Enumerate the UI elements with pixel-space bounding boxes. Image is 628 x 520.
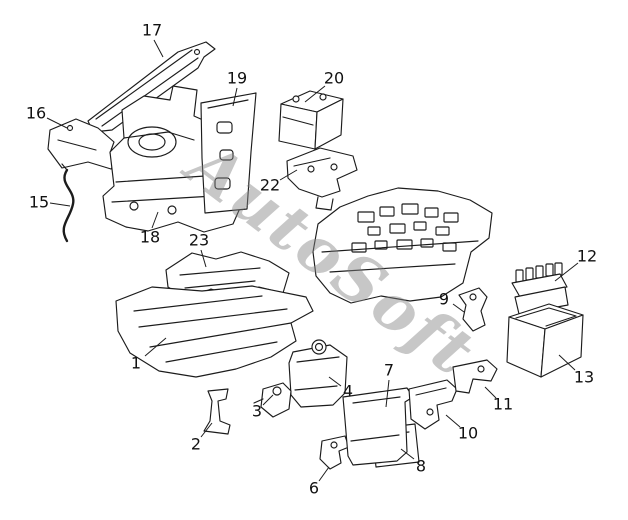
callout-label-4[interactable]: 4 [343, 382, 353, 401]
part-2-bracket[interactable] [203, 388, 231, 435]
part-11-bracket[interactable] [452, 359, 498, 394]
part-9-strap[interactable] [458, 287, 488, 332]
callout-leader-1 [144, 337, 167, 357]
callout-leader-10 [445, 414, 461, 428]
callout-label-16[interactable]: 16 [26, 104, 46, 123]
callout-label-15[interactable]: 15 [29, 193, 49, 212]
callout-label-3[interactable]: 3 [252, 402, 262, 421]
part-20-battery[interactable] [278, 90, 344, 150]
callout-label-2[interactable]: 2 [191, 435, 201, 454]
callout-leader-12 [554, 262, 579, 282]
callout-leader-19 [232, 87, 238, 107]
part-7-panel[interactable] [342, 387, 414, 466]
callout-leader-6 [318, 466, 330, 482]
callout-label-22[interactable]: 22 [260, 176, 280, 195]
part-4-reservoir[interactable] [288, 339, 348, 408]
part-16-bracket[interactable] [47, 118, 119, 170]
part-22-battery-tray[interactable] [286, 147, 358, 211]
callout-label-19[interactable]: 19 [227, 69, 247, 88]
callout-label-12[interactable]: 12 [577, 247, 597, 266]
part-10-bracket[interactable] [408, 379, 458, 430]
callout-label-1[interactable]: 1 [131, 354, 141, 373]
part-15-rod[interactable] [61, 163, 75, 243]
part-1-floor-pan[interactable] [115, 285, 314, 378]
callout-leader-16 [46, 117, 68, 129]
callout-label-7[interactable]: 7 [384, 361, 394, 380]
battery-terminal [319, 93, 327, 101]
callout-label-11[interactable]: 11 [493, 395, 513, 414]
callout-leader-8 [400, 448, 415, 460]
callout-label-20[interactable]: 20 [324, 69, 344, 88]
part-13-box[interactable] [506, 303, 584, 378]
callout-leader-9 [452, 303, 465, 313]
callout-label-6[interactable]: 6 [309, 479, 319, 498]
callout-leader-22 [279, 169, 298, 181]
callout-label-8[interactable]: 8 [416, 457, 426, 476]
callout-label-18[interactable]: 18 [140, 228, 160, 247]
callout-leader-23 [200, 249, 207, 268]
callout-leader-4 [328, 376, 342, 387]
callout-leader-18 [151, 211, 159, 229]
callout-leader-11 [484, 386, 497, 399]
callout-label-10[interactable]: 10 [458, 424, 478, 443]
part-bulkhead-panel[interactable] [312, 187, 493, 304]
callout-leader-2 [200, 422, 213, 438]
callout-label-13[interactable]: 13 [574, 368, 594, 387]
part-3-pump[interactable] [253, 382, 292, 418]
callout-label-17[interactable]: 17 [142, 21, 162, 40]
callout-leader-3 [262, 394, 274, 406]
callout-layer: 17 16 15 19 20 22 18 23 12 9 13 1 4 3 7 11 10 2 8 6 [26, 21, 597, 498]
part-6-clip[interactable] [319, 435, 350, 470]
callout-leader-15 [49, 202, 71, 207]
battery-terminal [292, 95, 300, 103]
part-19-panel[interactable] [200, 92, 257, 214]
callout-leader-20 [304, 85, 326, 103]
callout-label-23[interactable]: 23 [189, 231, 209, 250]
callout-leader-7 [385, 379, 390, 408]
callout-leader-17 [153, 39, 164, 58]
callout-label-9[interactable]: 9 [439, 290, 449, 309]
callout-leader-13 [558, 354, 576, 371]
